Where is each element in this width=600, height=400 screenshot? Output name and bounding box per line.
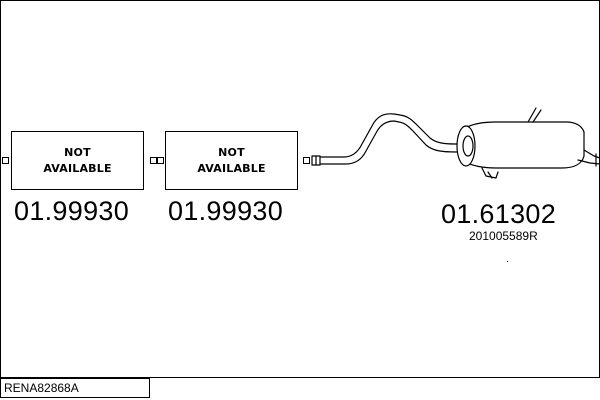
connector-right-2 [303,157,310,164]
part-2-number: 01.99930 [168,196,284,226]
model-code-label: RENA82868A [0,378,150,398]
part-1-not-available-box: NOT AVAILABLE [11,131,144,190]
part-1-line2: AVAILABLE [43,161,112,175]
rear-silencer-oem-number: 201005589R [469,229,538,243]
connector-left-1 [2,157,9,164]
part-2-line1: NOT [218,145,245,159]
rear-silencer-number: 01.61302 [441,199,557,229]
part-2-not-available-box: NOT AVAILABLE [165,131,298,190]
connector-right-1 [150,157,157,164]
connector-left-2 [157,157,164,164]
part-1-number: 01.99930 [14,196,130,226]
rear-silencer-drawing [311,107,600,179]
model-code-text: RENA82868A [4,381,79,395]
stray-dot [507,261,508,262]
part-2-line2: AVAILABLE [197,161,266,175]
part-1-line1: NOT [64,145,91,159]
